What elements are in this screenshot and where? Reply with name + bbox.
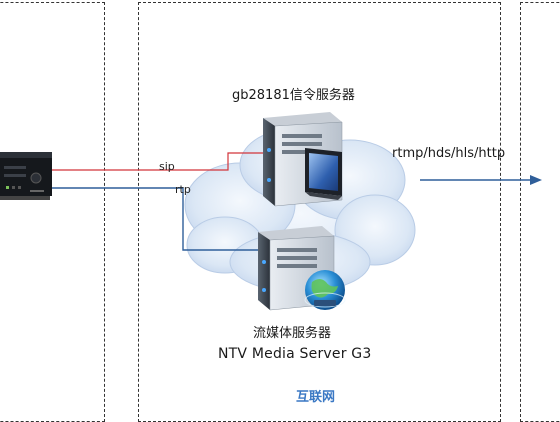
output-arrow [420, 175, 542, 185]
product-label: NTV Media Server G3 [218, 346, 372, 362]
nvr-device-icon [0, 152, 52, 200]
globe-icon [304, 270, 346, 310]
internet-zone-label: 互联网 [296, 390, 336, 405]
output-protocols-label: rtmp/hds/hls/http [392, 146, 506, 161]
sip-link-label: sip [159, 160, 175, 173]
monitor-icon [305, 148, 342, 200]
media-server-label: 流媒体服务器 [253, 326, 332, 341]
rtp-link-label: rtp [175, 183, 191, 196]
sip-link [52, 152, 265, 171]
signaling-server-label: gb28181信令服务器 [232, 88, 355, 103]
rtp-link [52, 187, 265, 251]
